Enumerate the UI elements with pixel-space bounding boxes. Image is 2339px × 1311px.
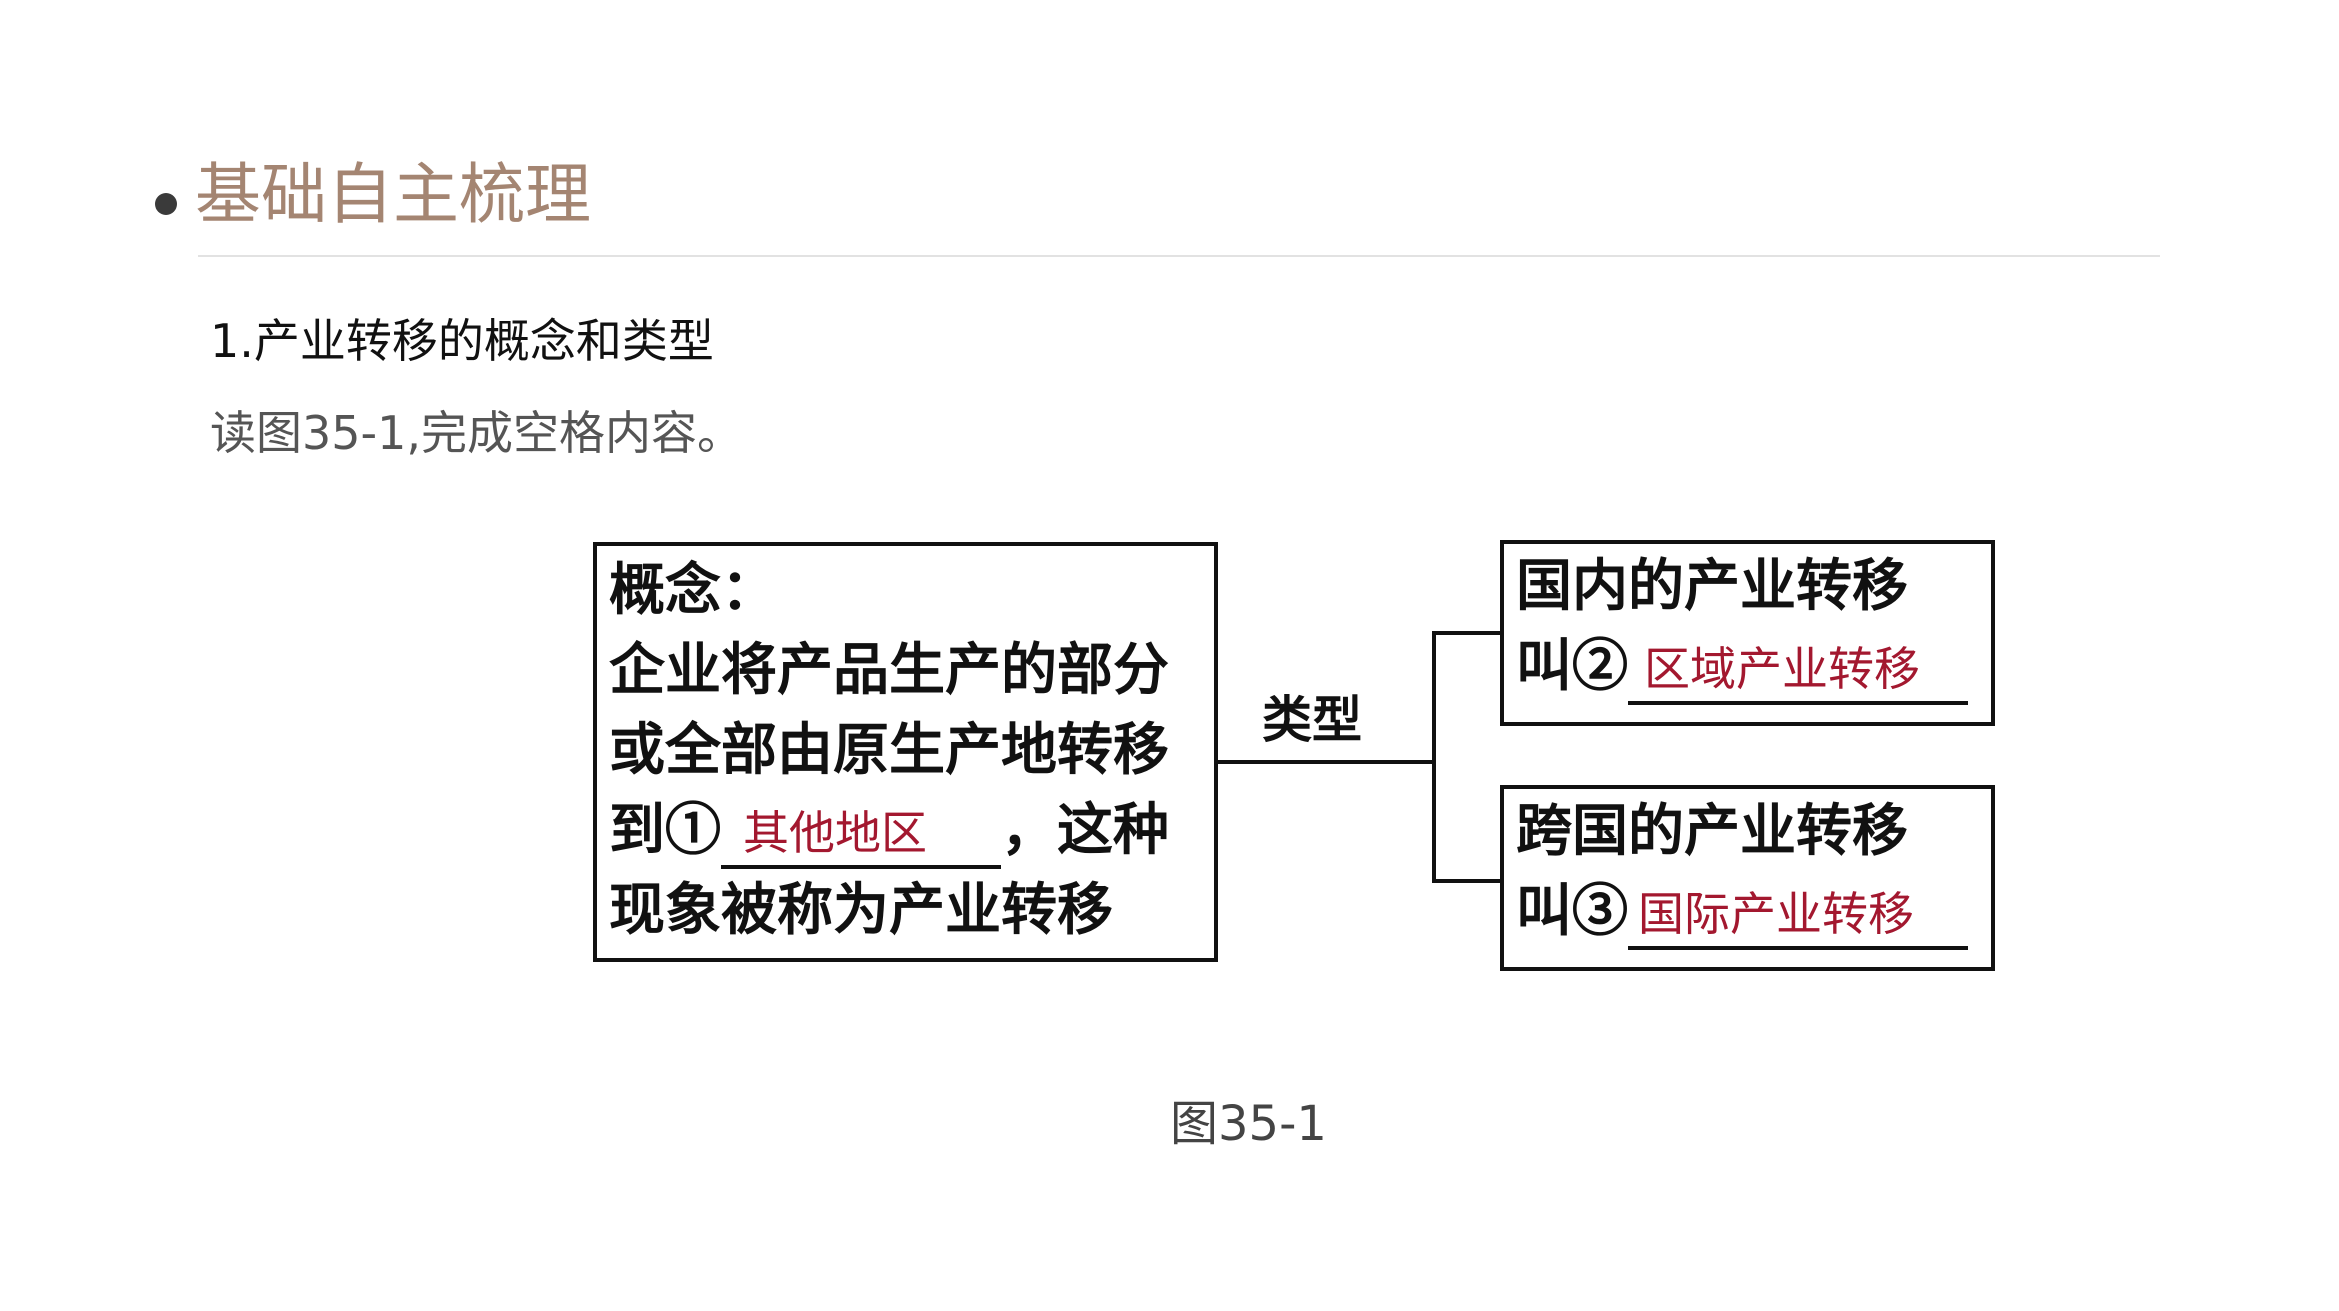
instruction: 读图35-1,完成空格内容。 xyxy=(210,406,744,460)
connector-vertical xyxy=(1432,631,1436,883)
subheading: 1.产业转移的概念和类型 xyxy=(210,314,714,368)
type2-prefix: 叫③ xyxy=(1516,878,1628,944)
concept-line-2: 或全部由原生产地转移 xyxy=(609,717,1169,783)
concept-line-3-suffix: ，这种 xyxy=(1001,797,1169,863)
concept-line-3-prefix: 到① xyxy=(609,797,721,863)
concept-line-3: 到① 其他地区 ，这种 xyxy=(609,790,1169,870)
type-box-domestic: 国内的产业转移 叫② 区域产业转移 xyxy=(1500,540,1995,726)
answer-blank-3: 国际产业转移 xyxy=(1628,879,1968,950)
concept-line-1: 企业将产品生产的部分 xyxy=(609,637,1169,703)
answer-2: 区域产业转移 xyxy=(1644,642,1920,696)
type1-line-1: 国内的产业转移 xyxy=(1516,553,1908,619)
answer-1: 其他地区 xyxy=(743,806,927,860)
answer-blank-1: 其他地区 xyxy=(721,798,1001,869)
concept-line-4: 现象被称为产业转移 xyxy=(609,877,1113,943)
connector-horizontal xyxy=(1218,760,1436,764)
figure-caption: 图35-1 xyxy=(1170,1096,1327,1152)
type1-prefix: 叫② xyxy=(1516,633,1628,699)
answer-blank-2: 区域产业转移 xyxy=(1628,634,1968,705)
answer-3: 国际产业转移 xyxy=(1638,887,1914,941)
concept-label: 概念： xyxy=(609,557,777,623)
connector-bottom-branch xyxy=(1432,879,1500,883)
connector-top-branch xyxy=(1432,631,1500,635)
title-bullet xyxy=(155,193,177,215)
concept-box: 概念： 企业将产品生产的部分 或全部由原生产地转移 到① 其他地区 ，这种 现象被称… xyxy=(593,542,1218,962)
type1-line-2: 叫② 区域产业转移 xyxy=(1516,626,1968,706)
type2-line-1: 跨国的产业转移 xyxy=(1516,798,1908,864)
type-label: 类型 xyxy=(1262,690,1362,749)
section-title: 基础自主梳理 xyxy=(195,156,591,233)
title-divider xyxy=(198,255,2160,257)
